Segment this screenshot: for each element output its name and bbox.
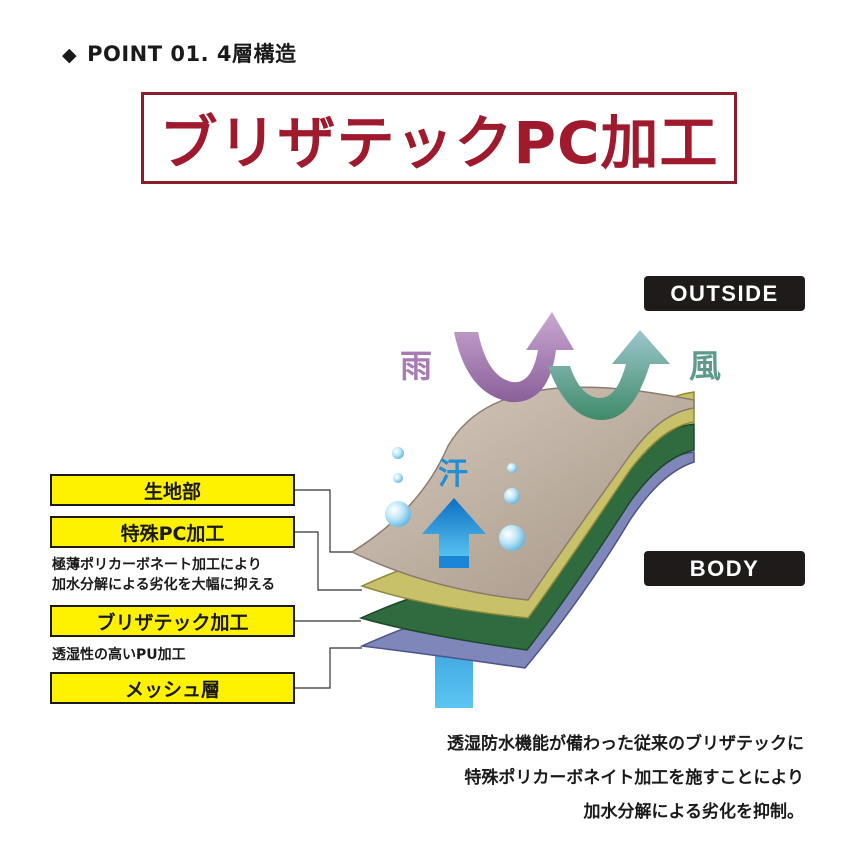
caption-line: 透湿防水機能が備わった従来のブリザテックに bbox=[447, 734, 804, 754]
outside-tag-text: OUTSIDE bbox=[670, 280, 779, 306]
bubble bbox=[392, 447, 404, 459]
note-line: 極薄ポリカーボネート加工により bbox=[52, 557, 262, 573]
sweat-arrow bbox=[422, 498, 486, 560]
label-breathtec: ブリザテック加工 bbox=[50, 605, 295, 637]
layer-surface bbox=[350, 386, 695, 601]
bubble bbox=[507, 463, 517, 473]
label-mesh-layer: メッシュ層 bbox=[50, 672, 295, 704]
sweat-label: 汗 bbox=[438, 457, 468, 492]
page-title: ブリザテックPC加工 bbox=[159, 109, 719, 177]
leader-line-surface bbox=[295, 489, 352, 553]
bubble bbox=[504, 488, 520, 504]
label-special-pc-note: 極薄ポリカーボネート加工により 加水分解による劣化を大幅に抑える bbox=[52, 555, 275, 595]
wind-arrow bbox=[548, 330, 670, 420]
body-tag-text: BODY bbox=[689, 555, 760, 581]
label-mesh-layer-text: メッシュ層 bbox=[124, 678, 220, 701]
bubble bbox=[385, 501, 411, 527]
note-line: 加水分解による劣化を大幅に抑える bbox=[52, 577, 276, 593]
rain-label: 雨 bbox=[400, 347, 432, 385]
leader-line-mesh bbox=[295, 647, 362, 689]
label-surface-fabric: 生地部 bbox=[50, 474, 295, 506]
rain-arrow bbox=[454, 312, 574, 403]
note-line: 透湿性の高いPU加工 bbox=[52, 647, 186, 663]
caption-line: 特殊ポリカーボネイト加工を施すことにより bbox=[464, 768, 804, 788]
label-surface-fabric-text: 生地部 bbox=[143, 480, 201, 503]
caption-line: 加水分解による劣化を抑制。 bbox=[583, 802, 805, 822]
bubble bbox=[393, 473, 403, 483]
diamond-icon: ◆ bbox=[62, 44, 78, 66]
point-heading-text: POINT 01. 4層構造 bbox=[87, 42, 297, 66]
leader-line-pc bbox=[295, 531, 362, 591]
point-heading: ◆ POINT 01. 4層構造 bbox=[62, 38, 297, 68]
label-breathtec-text: ブリザテック加工 bbox=[96, 611, 249, 634]
bubble bbox=[499, 525, 525, 551]
outside-tag: OUTSIDE bbox=[644, 276, 805, 311]
label-special-pc-text: 特殊PC加工 bbox=[120, 522, 225, 545]
label-breathtec-note: 透湿性の高いPU加工 bbox=[52, 645, 186, 665]
body-tag: BODY bbox=[644, 551, 805, 586]
caption: 透湿防水機能が備わった従来のブリザテックに 特殊ポリカーボネイト加工を施すことに… bbox=[447, 727, 804, 829]
sweat-arrow-shaft bbox=[439, 556, 469, 568]
label-special-pc: 特殊PC加工 bbox=[50, 516, 295, 548]
wind-label: 風 bbox=[689, 347, 721, 385]
title-box: ブリザテックPC加工 bbox=[141, 92, 737, 184]
